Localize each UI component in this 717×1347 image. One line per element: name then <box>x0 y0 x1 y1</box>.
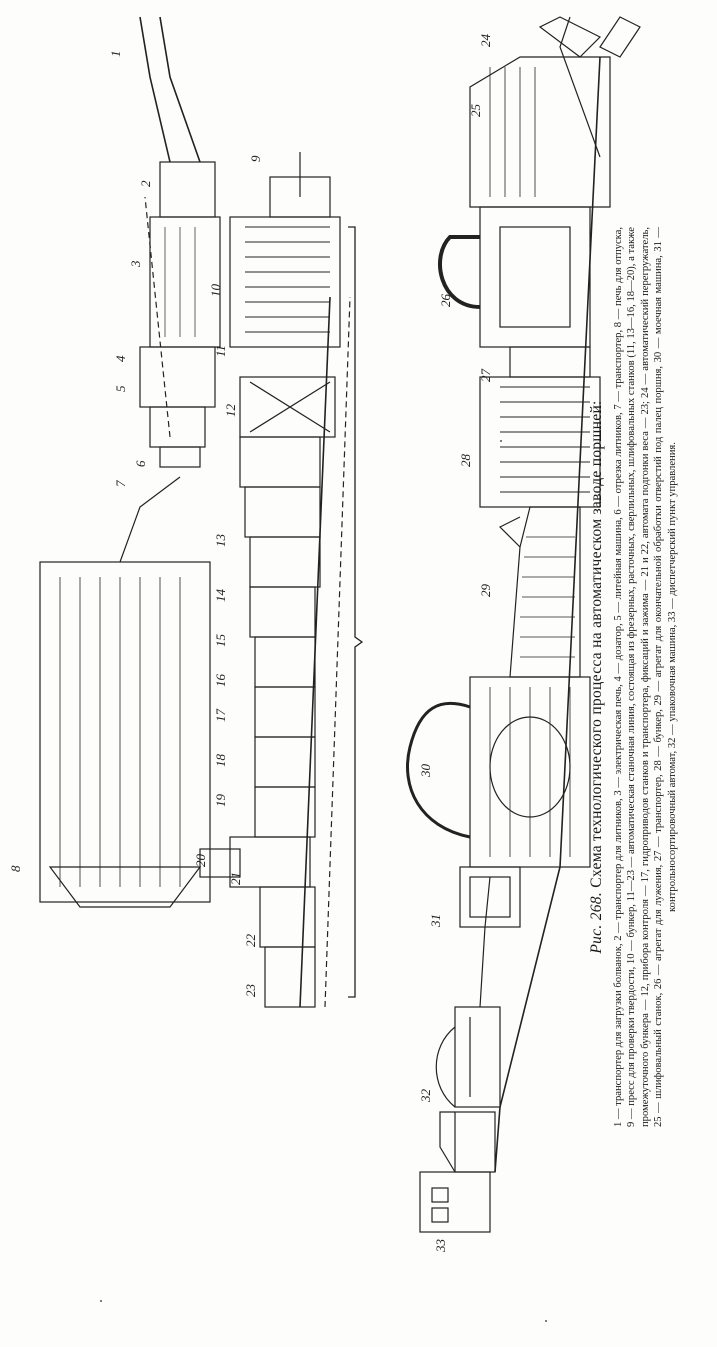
label-11: 11 <box>213 345 228 357</box>
label-17: 17 <box>213 709 228 723</box>
label-10: 10 <box>208 284 223 298</box>
label-9: 9 <box>248 155 263 162</box>
label-group-middle: 23 22 21 20 19 18 17 16 15 14 13 12 11 1… <box>193 155 263 997</box>
foundry-line-drawing <box>39 16 221 908</box>
label-5: 5 <box>113 385 128 392</box>
label-25: 25 <box>468 104 483 118</box>
figure-title: Схема технологического процесса на автом… <box>588 400 605 888</box>
scan-speck <box>100 1300 102 1302</box>
machining-line-drawing <box>199 152 364 1008</box>
label-27: 27 <box>478 369 493 383</box>
scan-speck <box>545 1320 547 1322</box>
label-32: 32 <box>418 1089 433 1104</box>
label-group-top: 33 32 31 30 29 28 27 26 25 24 <box>418 34 493 1254</box>
label-16: 16 <box>213 674 228 688</box>
label-15: 15 <box>213 634 228 648</box>
scan-speck <box>500 440 502 442</box>
label-19: 19 <box>213 794 228 808</box>
legend-text: 1 — транспортер для загрузки болванок, 2… <box>613 227 678 1127</box>
label-14: 14 <box>213 589 228 603</box>
label-6: 6 <box>133 460 148 467</box>
label-8: 8 <box>8 865 23 872</box>
label-33: 33 <box>433 1239 448 1254</box>
label-26: 26 <box>438 294 453 308</box>
label-20: 20 <box>193 854 208 868</box>
label-group-bottom: 8 7 6 5 4 3 2 1 <box>8 51 153 873</box>
label-7: 7 <box>113 480 128 487</box>
label-21: 21 <box>228 872 243 885</box>
figure-number: Рис. 268. <box>588 891 605 954</box>
label-4: 4 <box>113 355 128 362</box>
label-28: 28 <box>458 454 473 468</box>
label-29: 29 <box>478 584 493 598</box>
label-1: 1 <box>108 51 123 58</box>
label-18: 18 <box>213 754 228 768</box>
label-23: 23 <box>243 984 258 998</box>
label-3: 3 <box>128 260 143 268</box>
label-31: 31 <box>428 914 443 928</box>
label-22: 22 <box>243 934 258 948</box>
finishing-line-drawing <box>406 16 641 1233</box>
label-12: 12 <box>223 404 238 418</box>
figure-legend: 1 — транспортер для загрузки болванок, 2… <box>612 227 679 1127</box>
label-13: 13 <box>213 534 228 548</box>
label-24: 24 <box>478 34 493 48</box>
label-30: 30 <box>418 764 433 779</box>
label-2: 2 <box>138 180 153 187</box>
figure-caption: Рис. 268. Схема технологического процесс… <box>588 262 606 1092</box>
